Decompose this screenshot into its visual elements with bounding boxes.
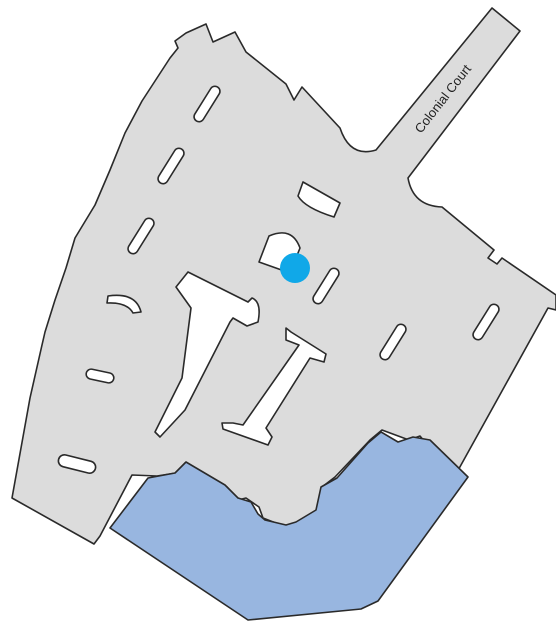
parking-island-curved [106,294,142,314]
parking-island [193,85,221,123]
parking-island-wedge [297,181,341,218]
parking-island [57,454,97,474]
location-dot-icon[interactable] [280,253,310,283]
parking-island [312,267,340,305]
parking-islands [57,85,500,474]
median-angled [154,271,260,438]
median-i-beam [221,327,327,446]
parking-island [157,147,185,185]
parking-island [85,368,115,384]
building-footprint [109,431,469,621]
parking-island [127,217,155,255]
parking-island [472,303,500,341]
parking-island [379,323,407,361]
